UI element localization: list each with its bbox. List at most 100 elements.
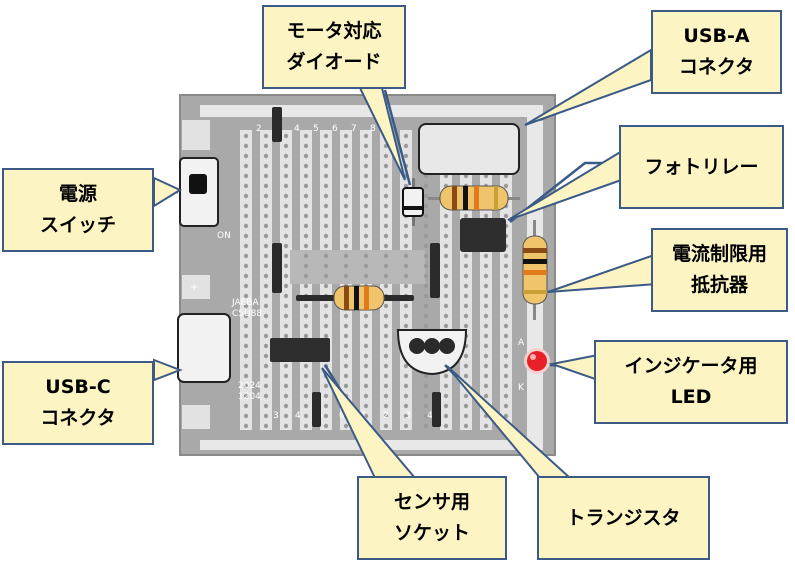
- pcb-hole: [463, 403, 469, 409]
- pcb-hole: [483, 313, 489, 319]
- pcb-hole: [503, 373, 509, 379]
- column-number: 5: [313, 124, 319, 134]
- callout-power-switch: 電源 スイッチ: [2, 168, 154, 252]
- pcb-hole: [443, 243, 449, 249]
- pcb-hole: [423, 323, 429, 329]
- pcb-hole: [403, 153, 409, 159]
- pcb-hole: [423, 203, 429, 209]
- pcb-hole: [283, 133, 289, 139]
- pcb-hole: [323, 313, 329, 319]
- pcb-hole: [443, 373, 449, 379]
- pcb-hole: [483, 293, 489, 299]
- pcb-hole: [343, 223, 349, 229]
- pcb-hole: [243, 263, 249, 269]
- pcb-hole: [283, 293, 289, 299]
- pcb-hole: [403, 323, 409, 329]
- pcb-hole: [263, 393, 269, 399]
- pcb-hole: [363, 223, 369, 229]
- pcb-hole: [323, 173, 329, 179]
- pcb-hole: [443, 293, 449, 299]
- sensor-socket: [270, 338, 330, 362]
- pcb-hole: [463, 293, 469, 299]
- pcb-hole: [403, 393, 409, 399]
- pcb-hole: [403, 303, 409, 309]
- pcb-hole: [343, 373, 349, 379]
- pcb-hole: [343, 353, 349, 359]
- pcb-hole: [283, 173, 289, 179]
- pcb-hole: [403, 273, 409, 279]
- pcb-hole: [383, 213, 389, 219]
- pcb-hole: [243, 233, 249, 239]
- pcb-hole: [503, 313, 509, 319]
- pcb-hole: [383, 383, 389, 389]
- pcb-hole: [283, 153, 289, 159]
- pcb-hole: [243, 423, 249, 429]
- pcb-hole: [443, 413, 449, 419]
- pcb-hole: [263, 383, 269, 389]
- pcb-hole: [383, 233, 389, 239]
- pcb-hole: [423, 183, 429, 189]
- pcb-hole: [243, 273, 249, 279]
- pcb-hole: [263, 313, 269, 319]
- pcb-hole: [363, 413, 369, 419]
- pcb-hole: [483, 423, 489, 429]
- pcb-hole: [363, 353, 369, 359]
- pcb-hole: [243, 143, 249, 149]
- pcb-hole: [363, 363, 369, 369]
- pcb-hole: [263, 283, 269, 289]
- pcb-hole: [363, 403, 369, 409]
- silkscreen-on-text: ON: [217, 231, 231, 241]
- pcb-hole: [383, 283, 389, 289]
- pcb-hole: [483, 343, 489, 349]
- pcb-hole: [403, 413, 409, 419]
- pcb-hole: [423, 213, 429, 219]
- pcb-hole: [363, 163, 369, 169]
- pcb-hole: [363, 153, 369, 159]
- pcb-hole: [263, 223, 269, 229]
- pcb-hole: [463, 253, 469, 259]
- pcb-hole: [243, 393, 249, 399]
- pcb-hole: [283, 313, 289, 319]
- pcb-hole: [263, 343, 269, 349]
- pcb-hole: [363, 273, 369, 279]
- pcb-hole: [383, 243, 389, 249]
- pcb-hole: [263, 373, 269, 379]
- pcb-hole: [303, 193, 309, 199]
- pcb-hole: [323, 263, 329, 269]
- pcb-hole: [423, 383, 429, 389]
- pcb-hole: [303, 323, 309, 329]
- pcb-hole: [343, 133, 349, 139]
- pcb-hole: [323, 153, 329, 159]
- pcb-hole: [383, 423, 389, 429]
- pcb-hole: [443, 263, 449, 269]
- transistor-pin: [409, 338, 425, 354]
- pcb-hole: [443, 423, 449, 429]
- pcb-hole: [323, 393, 329, 399]
- pcb-hole: [483, 363, 489, 369]
- pcb-hole: [263, 153, 269, 159]
- pcb-hole: [303, 133, 309, 139]
- pcb-hole: [383, 173, 389, 179]
- pcb-hole: [343, 213, 349, 219]
- pcb-hole: [423, 273, 429, 279]
- pcb-hole: [243, 353, 249, 359]
- jumper-wire: [272, 107, 282, 142]
- column-number: 2: [383, 411, 389, 421]
- pcb-hole: [403, 263, 409, 269]
- pcb-hole: [323, 403, 329, 409]
- pcb-strip: [260, 130, 272, 430]
- pcb-hole: [383, 363, 389, 369]
- pcb-hole: [423, 263, 429, 269]
- silkscreen-anode-text: A: [518, 338, 525, 348]
- pcb-hole: [263, 163, 269, 169]
- pcb-hole: [243, 323, 249, 329]
- pcb-hole: [443, 323, 449, 329]
- pcb-hole: [303, 363, 309, 369]
- pcb-hole: [283, 233, 289, 239]
- callout-usb-c: USB-C コネクタ: [2, 361, 154, 445]
- pcb-hole: [503, 213, 509, 219]
- pcb-hole: [323, 223, 329, 229]
- pcb-hole: [343, 263, 349, 269]
- pcb-hole: [403, 373, 409, 379]
- pcb-hole: [403, 423, 409, 429]
